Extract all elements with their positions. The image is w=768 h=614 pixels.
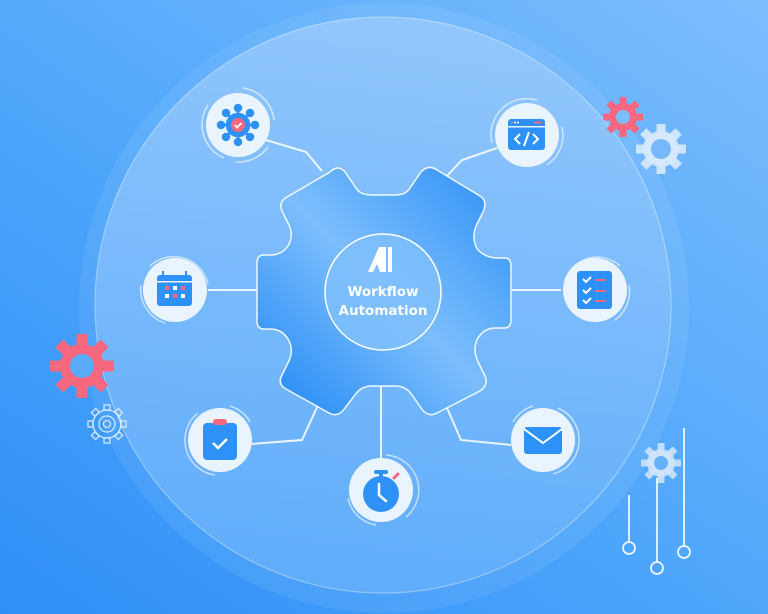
node-network[interactable] — [201, 87, 275, 163]
node-clipboard[interactable] — [184, 405, 252, 476]
node-calendar[interactable] — [139, 255, 209, 324]
gear-icon — [636, 124, 686, 174]
central-gear — [256, 166, 512, 416]
calendar-icon — [157, 271, 192, 306]
gear-icon — [641, 443, 681, 483]
connector-lines — [208, 139, 561, 458]
node-stopwatch[interactable] — [347, 454, 420, 526]
center-circle — [324, 233, 442, 351]
checklist-icon — [577, 271, 612, 309]
clipboard-check-icon — [203, 419, 237, 460]
node-code[interactable] — [490, 97, 564, 167]
gear-outline-icon — [87, 404, 127, 444]
gear-icon — [50, 334, 114, 398]
ai-logo-icon — [368, 247, 392, 272]
node-mail[interactable] — [511, 405, 580, 475]
code-window-icon — [508, 119, 545, 150]
circuit-lines-icon — [622, 428, 691, 575]
workflow-automation-title: Workflow Automation — [325, 283, 441, 321]
stopwatch-icon — [363, 470, 400, 512]
title-line-1: Workflow — [347, 284, 419, 300]
gear-icon — [603, 97, 643, 137]
title-line-2: Automation — [338, 303, 428, 319]
envelope-icon — [523, 427, 563, 454]
node-checklist[interactable] — [563, 256, 631, 322]
